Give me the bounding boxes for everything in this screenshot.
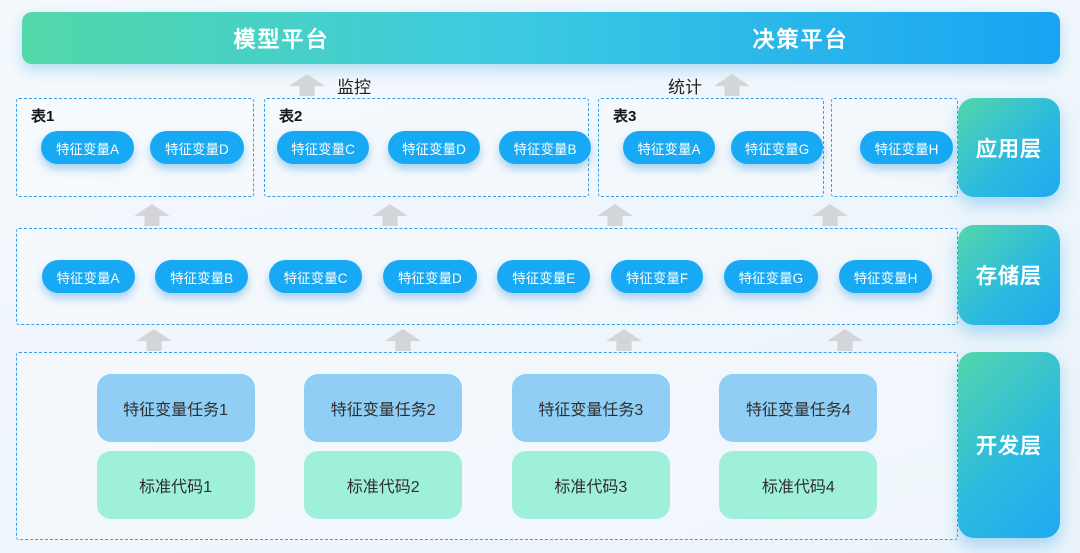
- feature-variable-pill: 特征变量G: [731, 131, 823, 164]
- feature-variable-pill: 特征变量B: [499, 131, 591, 164]
- application-layer-label: 应用层: [958, 98, 1060, 197]
- up-arrow-icon: [136, 329, 172, 351]
- stats-flow: 统计: [668, 72, 750, 98]
- feature-task-card: 特征变量任务4: [719, 373, 878, 442]
- monitor-flow: 监控: [289, 72, 371, 98]
- feature-variable-pill: 特征变量A: [623, 131, 715, 164]
- up-arrow-icon: [134, 204, 170, 226]
- up-arrow-icon: [372, 204, 408, 226]
- storage-layer-label: 存储层: [958, 225, 1060, 325]
- up-arrow-icon: [812, 204, 848, 226]
- up-arrow-icon: [385, 329, 421, 351]
- feature-variable-pill: 特征变量B: [155, 260, 249, 293]
- dev-column-1: 特征变量任务1 标准代码1: [96, 373, 255, 519]
- monitor-flow-label: 监控: [337, 77, 371, 97]
- feature-variable-pill: 特征变量D: [382, 260, 477, 293]
- feature-variable-pill: 特征变量D: [150, 131, 244, 164]
- up-arrow-icon: [827, 329, 863, 351]
- dev-column-3: 特征变量任务3 标准代码3: [511, 373, 670, 519]
- up-arrow-icon: [714, 74, 750, 96]
- app-table-3-box: 表3 特征变量A 特征变量G: [598, 98, 824, 197]
- standard-code-card: 标准代码4: [719, 450, 878, 519]
- feature-task-card: 特征变量任务2: [304, 373, 463, 442]
- feature-variable-pill: 特征变量E: [497, 260, 591, 293]
- up-arrow-icon: [289, 74, 325, 96]
- platform-header-bar: 模型平台 决策平台: [22, 12, 1060, 64]
- model-platform-title: 模型平台: [233, 27, 330, 52]
- app-table-1-box: 表1 特征变量A 特征变量D: [16, 98, 254, 197]
- feature-variable-pill: 特征变量D: [388, 131, 480, 164]
- storage-layer-box: 特征变量A 特征变量B 特征变量C 特征变量D 特征变量E 特征变量F 特征变量…: [16, 228, 958, 325]
- feature-variable-pill: 特征变量H: [859, 131, 954, 164]
- feature-variable-pill: 特征变量A: [41, 260, 135, 293]
- table-title: 表3: [613, 108, 637, 125]
- stats-flow-label: 统计: [668, 77, 702, 97]
- app-table-4-box: 特征变量H: [831, 98, 958, 197]
- up-arrow-icon: [597, 204, 633, 226]
- feature-variable-pill: 特征变量C: [268, 260, 363, 293]
- standard-code-card: 标准代码3: [511, 450, 670, 519]
- decision-platform-title: 决策平台: [752, 27, 849, 52]
- feature-task-card: 特征变量任务1: [96, 373, 255, 442]
- feature-variable-pill: 特征变量C: [277, 131, 369, 164]
- feature-variable-pill: 特征变量A: [41, 131, 135, 164]
- standard-code-card: 标准代码1: [96, 450, 255, 519]
- app-table-2-box: 表2 特征变量C 特征变量D 特征变量B: [264, 98, 591, 197]
- feature-task-card: 特征变量任务3: [511, 373, 670, 442]
- table-title: 表1: [31, 108, 55, 125]
- up-arrow-icon: [606, 329, 642, 351]
- dev-column-2: 特征变量任务2 标准代码2: [304, 373, 463, 519]
- feature-variable-pill: 特征变量F: [610, 260, 704, 293]
- development-layer-box: 特征变量任务1 标准代码1 特征变量任务2 标准代码2 特征变量任务3 标准代码…: [16, 352, 958, 540]
- table-title: 表2: [279, 108, 303, 125]
- standard-code-card: 标准代码2: [304, 450, 463, 519]
- dev-column-4: 特征变量任务4 标准代码4: [719, 373, 878, 519]
- feature-variable-pill: 特征变量H: [838, 260, 933, 293]
- development-layer-label: 开发层: [958, 352, 1060, 538]
- feature-variable-pill: 特征变量G: [723, 260, 819, 293]
